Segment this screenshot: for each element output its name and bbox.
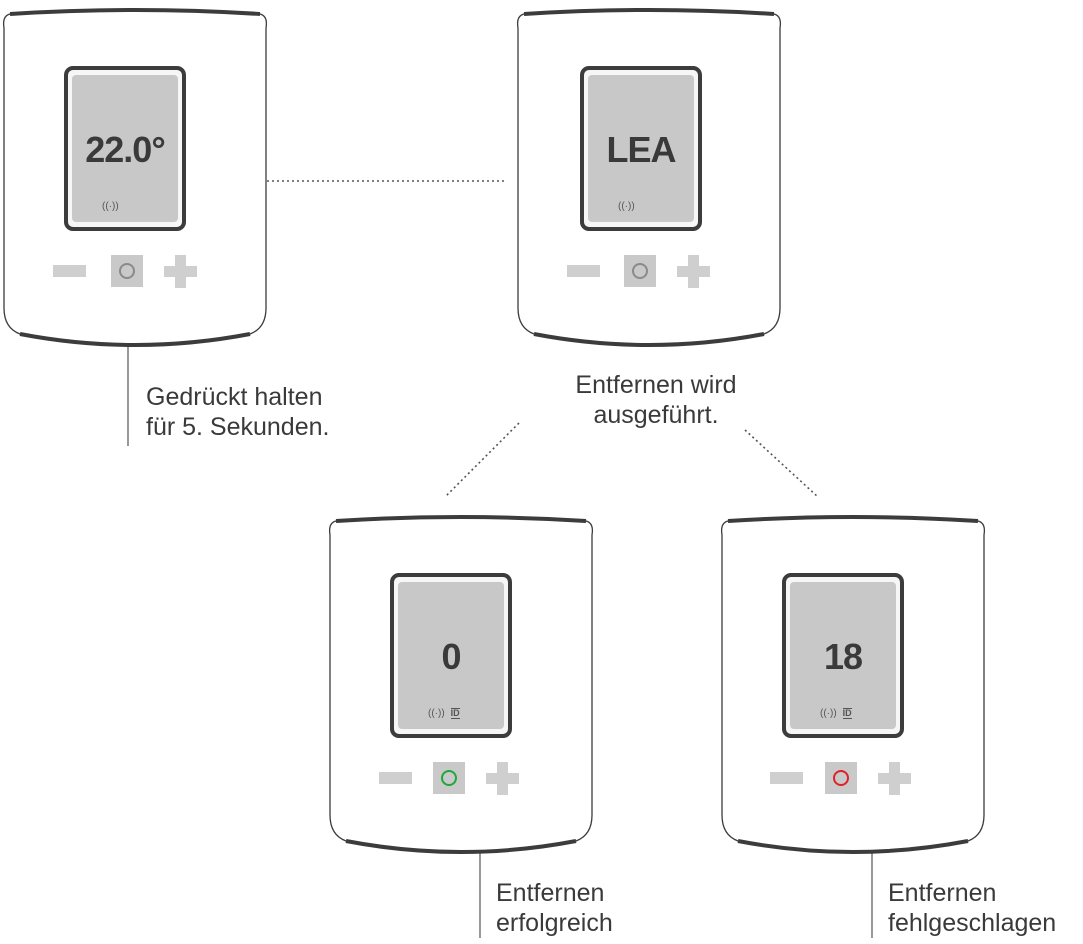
success-label-line2: erfolgreich: [496, 909, 613, 937]
display-status-icons: ((·)): [618, 201, 635, 212]
thermostat-device-4: 18 ((·)) ID: [718, 515, 988, 857]
button-ring-icon: [441, 770, 457, 786]
failed-label-line1: Entfernen: [888, 879, 997, 907]
display-status-icons: ((·)) ID: [820, 708, 852, 719]
success-label-line1: Entfernen: [496, 879, 605, 907]
success-label: Entfernen erfolgreich: [496, 878, 613, 938]
display-screen: LEA ((·)): [588, 75, 694, 222]
center-button[interactable]: [433, 762, 465, 794]
hold-label-line1: Gedrückt halten: [146, 383, 323, 411]
center-button[interactable]: [624, 255, 656, 287]
button-ring-icon: [632, 263, 648, 279]
failed-label: Entfernen fehlgeschlagen: [888, 878, 1056, 938]
button-ring-icon: [833, 770, 849, 786]
display-status-icons: ((·)) ID: [428, 708, 460, 719]
minus-button[interactable]: [53, 265, 86, 277]
plus-button[interactable]: [486, 762, 519, 795]
plus-button[interactable]: [677, 255, 710, 288]
hold-label-line2: für 5. Sekunden.: [146, 413, 330, 441]
display-value: LEA: [606, 129, 677, 170]
thermostat-device-1: 22.0° ((·)): [0, 8, 270, 350]
wireless-signal-icon: ((·)): [102, 201, 119, 212]
display-status-icons: ((·)): [102, 201, 119, 212]
plus-button[interactable]: [164, 255, 197, 288]
display-screen: 22.0° ((·)): [72, 75, 178, 222]
minus-button[interactable]: [567, 265, 600, 277]
wireless-signal-icon: ((·)): [820, 708, 837, 719]
wireless-signal-icon: ((·)): [618, 201, 635, 212]
display-value: 18: [823, 636, 863, 677]
hold-instruction-label: Gedrückt halten für 5. Sekunden.: [146, 382, 329, 442]
wireless-signal-icon: ((·)): [428, 708, 445, 719]
id-icon: ID: [450, 708, 460, 719]
dotted-connector-right: [744, 429, 819, 498]
display-screen: 18 ((·)) ID: [790, 582, 896, 729]
display-frame: 22.0° ((·)): [64, 66, 186, 231]
display-value: 0: [441, 636, 461, 677]
plus-button[interactable]: [878, 762, 911, 795]
failed-label-line2: fehlgeschlagen: [888, 909, 1057, 937]
removing-label-line1: Entfernen wird: [575, 371, 737, 399]
center-button[interactable]: [111, 255, 143, 287]
display-frame: 0 ((·)) ID: [390, 573, 512, 738]
display-frame: 18 ((·)) ID: [782, 573, 904, 738]
id-icon: ID: [842, 708, 852, 719]
minus-button[interactable]: [770, 772, 803, 784]
thermostat-device-3: 0 ((·)) ID: [326, 515, 596, 857]
thermostat-device-2: LEA ((·)): [514, 8, 784, 350]
dotted-connector-left: [444, 422, 520, 498]
minus-button[interactable]: [379, 772, 412, 784]
display-frame: LEA ((·)): [580, 66, 702, 231]
center-button[interactable]: [825, 762, 857, 794]
display-value: 22.0°: [85, 129, 165, 170]
removing-status-label: Entfernen wird ausgeführt.: [556, 370, 756, 430]
removing-label-line2: ausgeführt.: [593, 401, 719, 429]
button-ring-icon: [119, 263, 135, 279]
display-screen: 0 ((·)) ID: [398, 582, 504, 729]
